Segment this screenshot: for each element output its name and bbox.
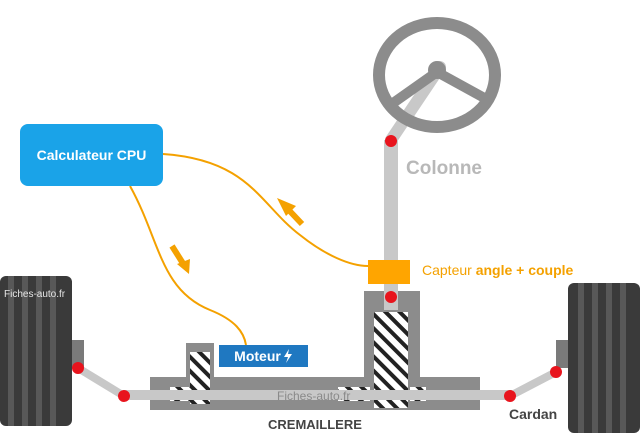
steering-column [384,140,398,310]
joint-right-rack [504,390,516,402]
joint-column-top [385,135,397,147]
joint-left-rack [118,390,130,402]
arrow-icon [169,244,190,274]
colonne-label: Colonne [406,158,482,179]
left-tie-rod [75,364,127,400]
joint-column-bottom [385,291,397,303]
sensor-label: Capteur angle + couple [422,262,574,278]
wire-cpu-to-motor [129,185,247,346]
sensor-block [368,260,410,284]
joint-right-wheel [550,366,562,378]
arrow-icon [277,198,305,227]
motor-label: Moteur [234,348,281,364]
calculateur-cpu-box: Calculateur CPU [20,124,163,186]
rack-bar [124,390,512,400]
left-wheel [0,276,84,426]
sensor-label-bold: angle + couple [475,262,574,278]
cpu-label: Calculateur CPU [36,147,147,163]
cremaillere-label: CREMAILLERE [268,417,362,432]
wire-cpu-to-sensor [162,153,369,267]
steering-wheel [373,17,501,133]
moteur-box: Moteur [219,345,308,367]
cardan-label: Cardan [509,406,558,422]
lightning-bolt-icon [283,349,292,363]
right-wheel [556,283,640,433]
watermark-left: Fiches-auto.fr [4,289,66,300]
right-tie-rod [508,368,558,400]
watermark-center: Fiches-auto.fr [277,389,351,403]
joint-left-wheel [72,362,84,374]
